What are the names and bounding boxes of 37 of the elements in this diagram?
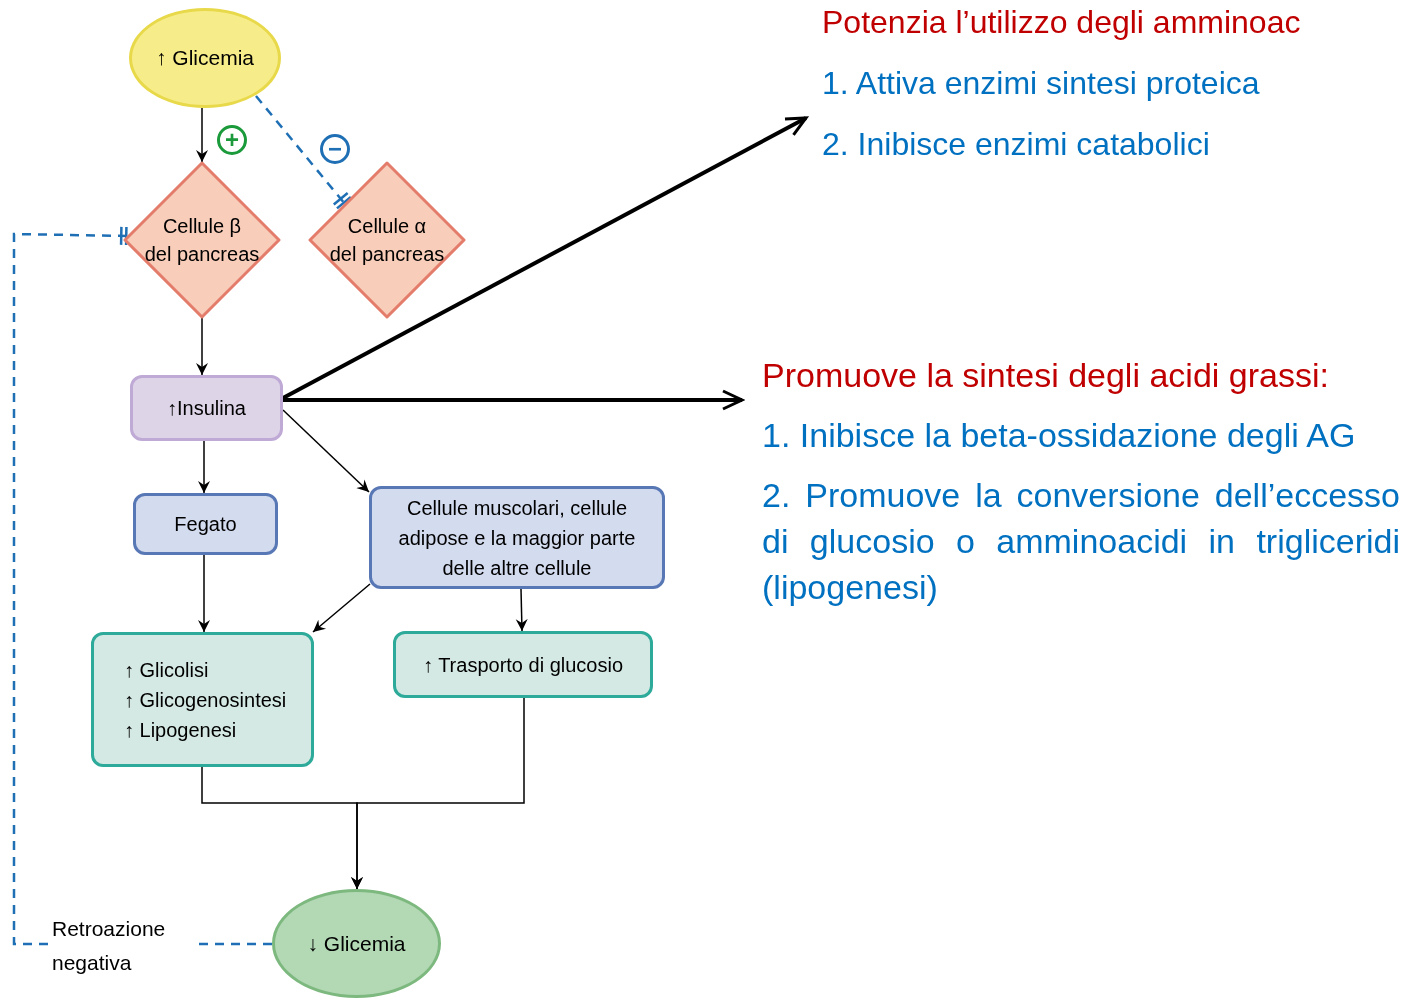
node-label: ↑ Glicolisi	[123, 657, 210, 683]
list-item: 1. Attiva enzimi sintesi proteica	[822, 64, 1261, 103]
node-label: Cellule muscolari, cellule adipose e la maggior parte delle altre cellule	[397, 495, 637, 581]
process-box	[393, 631, 653, 698]
node-label: Cellule β del pancreas	[143, 214, 261, 267]
arrow	[282, 116, 808, 400]
node-label: ↑ Glicemia	[156, 45, 254, 72]
dashed-inhibition-line	[255, 95, 352, 210]
sign-label: +	[217, 125, 247, 155]
arrow	[515, 588, 528, 632]
process-box	[133, 493, 278, 555]
list-item: 2. Promuove la conversione dell’eccesso di glucosio o amminoacidi in trigliceridi (lipogenesi)	[762, 475, 1400, 608]
arrow	[196, 107, 208, 163]
node-label: ↑ Glicogenosintesi	[123, 687, 288, 713]
arrow	[198, 554, 210, 633]
node-label: ↑ Trasporto di glucosio	[421, 652, 625, 678]
process-box	[130, 375, 283, 441]
process-box	[369, 486, 665, 589]
node-label: Fegato	[173, 512, 238, 537]
list-item: 1. Inibisce la beta-ossidazione degli AG	[762, 415, 1357, 456]
decision-diamond	[307, 160, 467, 320]
heading-text: Promuove la sintesi degli acidi grassi:	[762, 355, 1330, 396]
node-label: ↓ Glicemia	[307, 930, 406, 957]
node-label: ↑Insulina	[166, 396, 247, 421]
node-label: Cellule α del pancreas	[328, 214, 446, 267]
arrow	[198, 440, 210, 494]
sign-label: −	[320, 134, 350, 164]
process-box	[91, 632, 314, 767]
arrow	[282, 409, 370, 493]
arrow	[312, 583, 371, 633]
heading-text: Potenzia l’utilizzo degli amminoac	[822, 3, 1302, 42]
decision-diamond	[122, 160, 282, 320]
arrow	[283, 389, 744, 411]
list-item: 2. Inibisce enzimi catabolici	[822, 125, 1211, 164]
arrow	[196, 317, 208, 376]
node-label: ↑ Lipogenesi	[123, 717, 238, 743]
arrow	[351, 697, 525, 890]
